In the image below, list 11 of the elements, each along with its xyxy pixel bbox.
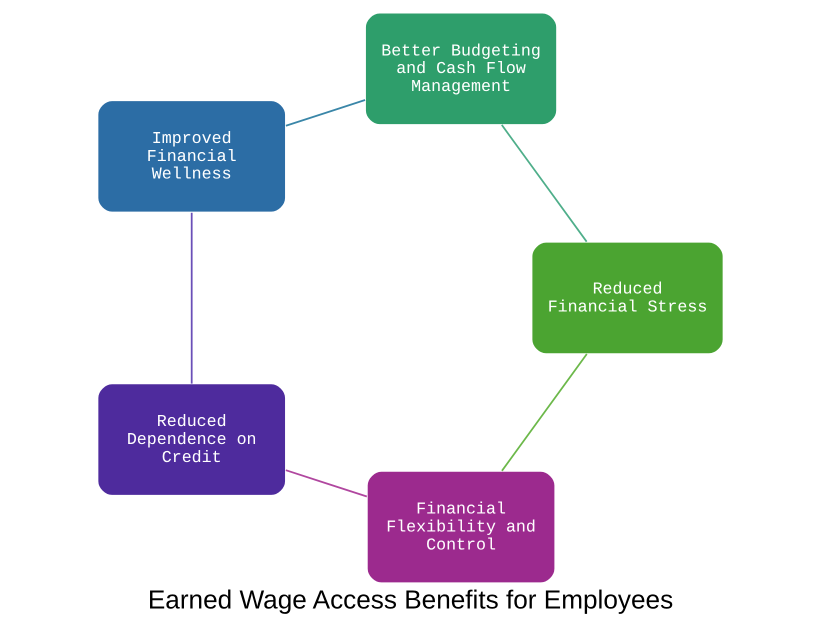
node-box: Reduced Dependence on Credit [96,383,286,496]
connector [500,124,587,242]
connector [190,212,192,384]
connector [285,99,365,127]
connector [500,354,588,472]
node-box: Better Budgeting and Cash Flow Management [364,12,557,126]
diagram-title: Earned Wage Access Benefits for Employees [147,584,673,615]
node-box: Reduced Financial Stress [530,242,724,354]
connector [285,469,367,498]
node-box: Financial Flexibility and Control [366,470,556,584]
node-box: Improved Financial Wellness [96,100,286,213]
